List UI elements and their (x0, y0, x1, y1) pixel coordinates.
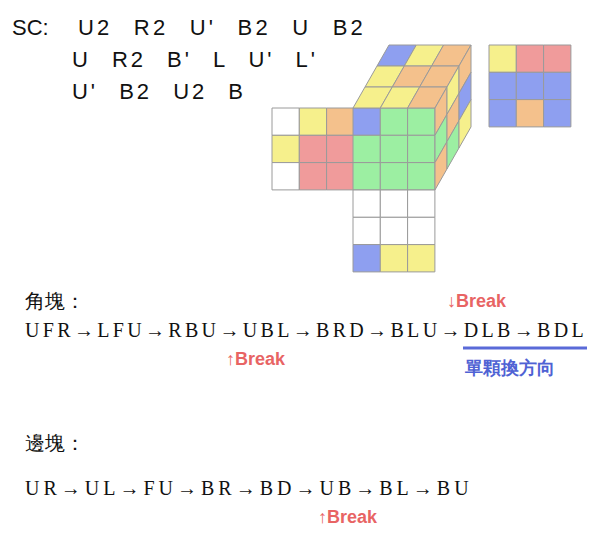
cube-sticker (353, 163, 380, 190)
cube-sticker (272, 135, 299, 162)
cube-sticker (544, 100, 571, 127)
cube-sticker (327, 135, 354, 162)
cube-sticker (435, 142, 447, 190)
cube-sticker (489, 72, 516, 99)
break-note: ↓Break (447, 292, 506, 312)
cube-sticker (380, 217, 407, 244)
cube-sticker (516, 72, 543, 99)
cube-sticker (353, 245, 380, 272)
cube-sticker (272, 108, 299, 135)
flip-note: 單顆換方向 (465, 358, 555, 378)
scramble-prefix: SC: (12, 16, 49, 40)
cube-sticker (516, 100, 543, 127)
break-note: ↑Break (318, 508, 377, 528)
cube-sticker (544, 72, 571, 99)
scramble-moves: U' B2 U2 B (72, 80, 246, 104)
scramble-moves: U2 R2 U' B2 U B2 (78, 16, 366, 40)
cube-sticker (327, 108, 354, 135)
cube-sticker (353, 217, 380, 244)
cube-sticker (408, 163, 435, 190)
cube-sticker (489, 100, 516, 127)
cube-sticker (544, 45, 571, 72)
cube-sticker (408, 108, 435, 135)
cube-sticker (380, 245, 407, 272)
cube-sticker (516, 45, 543, 72)
cube-sticker (380, 163, 407, 190)
cube-sticker (408, 135, 435, 162)
break-note: ↑Break (226, 350, 285, 370)
section-heading: 邊塊： (25, 432, 85, 454)
cube-sticker (447, 121, 459, 169)
cube-sticker (408, 217, 435, 244)
cube-sticker (299, 163, 326, 190)
cube-sticker (408, 245, 435, 272)
section-heading: 角塊： (25, 290, 85, 312)
cube-sticker (380, 135, 407, 162)
cube-sticker (408, 190, 435, 217)
cube-sticker (459, 100, 471, 148)
cube-sticker (327, 163, 354, 190)
cube-sticker (353, 108, 380, 135)
cube-sticker (299, 135, 326, 162)
cube-sticker (380, 108, 407, 135)
corner-cycle: UFR→LFU→RBU→UBL→BRD→BLU→DLB→BDL (25, 319, 587, 341)
cube-sticker (353, 135, 380, 162)
cube-sticker (489, 45, 516, 72)
scramble-moves: U R2 B' L U' L' (72, 48, 318, 72)
cube-sticker (272, 163, 299, 190)
cube-sticker (380, 190, 407, 217)
note-underline (463, 347, 587, 350)
edge-cycle: UR→UL→FU→BR→BD→UB→BL→BU (25, 477, 473, 499)
cube-sticker (299, 108, 326, 135)
cube-sticker (353, 190, 380, 217)
